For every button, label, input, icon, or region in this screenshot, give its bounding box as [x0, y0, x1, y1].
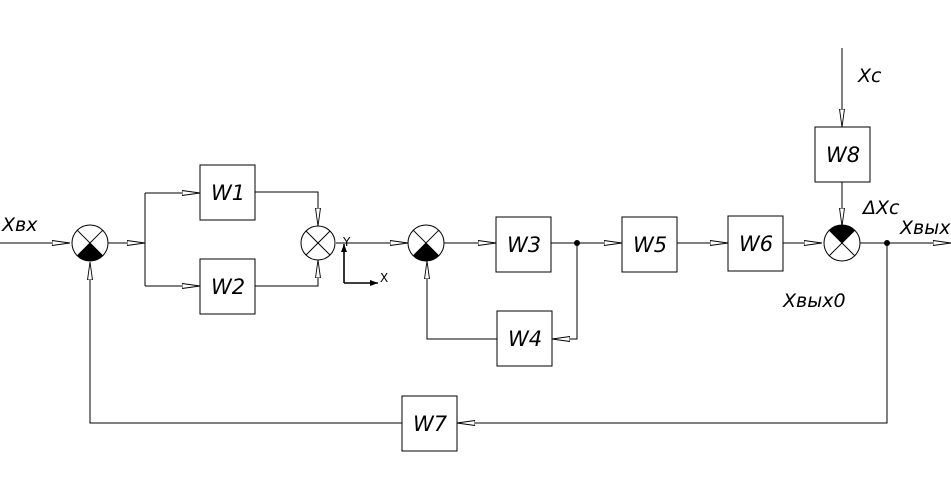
axis-y-label: Y	[342, 235, 351, 249]
axis-indicator: Y X	[341, 235, 388, 286]
input-signal-label: Xвх	[1, 214, 38, 236]
block-w5: W5	[621, 216, 678, 273]
block-w2: W2	[199, 258, 256, 315]
connection-lines	[0, 48, 951, 423]
summing-junction-2	[300, 225, 336, 261]
block-w7-label: W7	[413, 412, 448, 436]
block-w5-label: W5	[633, 233, 667, 257]
block-w3-label: W3	[507, 233, 541, 257]
summing-junction-4	[823, 224, 861, 262]
output-signal-label: Xвых	[899, 217, 951, 239]
block-w7: W7	[401, 395, 458, 452]
block-w4-label: W4	[508, 327, 542, 351]
block-w2-label: W2	[211, 275, 245, 299]
summing-junction-3	[407, 224, 445, 262]
delta-disturbance-label: ΔXс	[861, 197, 900, 219]
block-w6-label: W6	[739, 232, 773, 256]
summing-junction-1	[71, 224, 109, 262]
axis-x-label: X	[380, 271, 388, 285]
block-w6: W6	[727, 215, 784, 272]
block-w1-label: W1	[211, 181, 245, 205]
block-w4: W4	[496, 310, 553, 367]
disturbance-label: Xс	[857, 65, 882, 87]
block-w8: W8	[814, 126, 871, 183]
block-w8-label: W8	[826, 143, 860, 167]
block-w1: W1	[199, 164, 256, 221]
junction-dot-output	[884, 240, 890, 246]
block-w3: W3	[495, 216, 552, 273]
output-zero-label: Xвых0	[782, 290, 846, 312]
junction-dot-w3	[574, 240, 580, 246]
